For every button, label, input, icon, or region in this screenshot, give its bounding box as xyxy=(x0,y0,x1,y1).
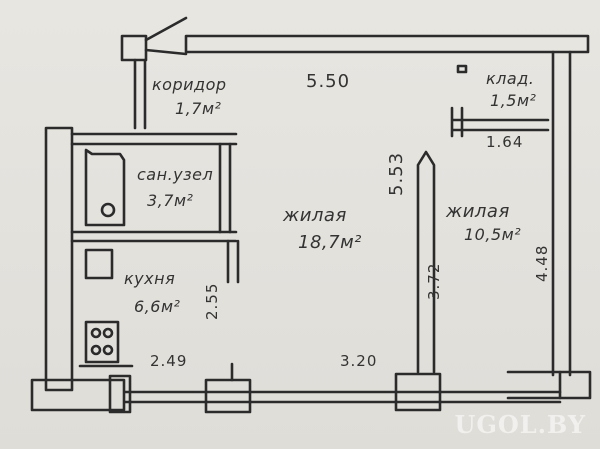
bathroom-area: 3,7м² xyxy=(147,191,194,210)
window-2 xyxy=(204,378,252,414)
toilet xyxy=(100,202,116,218)
kitchen-sink xyxy=(84,248,114,280)
partition-wall xyxy=(416,150,436,374)
dim-living-bottom: 3.20 xyxy=(340,352,378,370)
dim-small-room-inner: 3.72 xyxy=(425,262,443,300)
dim-small-room-height: 4.48 xyxy=(533,244,551,282)
living-small-name: жилая xyxy=(446,201,510,222)
bathroom-bottom-wall xyxy=(70,230,238,243)
window-1 xyxy=(108,374,132,414)
kitchen-area: 6,6м² xyxy=(134,297,181,316)
dim-kitchen-side: 2.55 xyxy=(203,282,221,320)
corridor-area: 1,7м² xyxy=(175,99,222,118)
corridor-name: коридор xyxy=(152,75,227,94)
stove xyxy=(84,320,120,364)
storage-wall xyxy=(450,106,550,138)
dim-partition-height: 5.53 xyxy=(386,151,407,196)
watermark: UGOL.BY xyxy=(454,410,586,439)
bathroom-name: сан.узел xyxy=(137,165,214,184)
dim-storage-width: 1.64 xyxy=(486,133,524,151)
living-large-area: 18,7м² xyxy=(298,232,362,253)
bathroom-right-wall xyxy=(218,142,232,234)
bottom-wall xyxy=(30,378,562,412)
storage-area: 1,5м² xyxy=(490,91,537,110)
dim-kitchen-bottom: 2.49 xyxy=(150,352,188,370)
kitchen-right-wall xyxy=(226,239,240,284)
right-wall xyxy=(551,50,572,377)
vent-shaft xyxy=(120,34,148,62)
bathroom-top-wall xyxy=(70,132,238,146)
dim-top-wall: 5.50 xyxy=(306,71,351,92)
window-4 xyxy=(506,370,562,400)
storage-name: клад. xyxy=(486,69,535,88)
window-3 xyxy=(394,372,442,412)
living-small-area: 10,5м² xyxy=(464,225,522,244)
left-wall xyxy=(44,126,74,392)
bathtub xyxy=(84,148,126,227)
kitchen-name: кухня xyxy=(124,269,176,288)
living-large-name: жилая xyxy=(283,205,347,226)
top-wall xyxy=(184,34,590,54)
